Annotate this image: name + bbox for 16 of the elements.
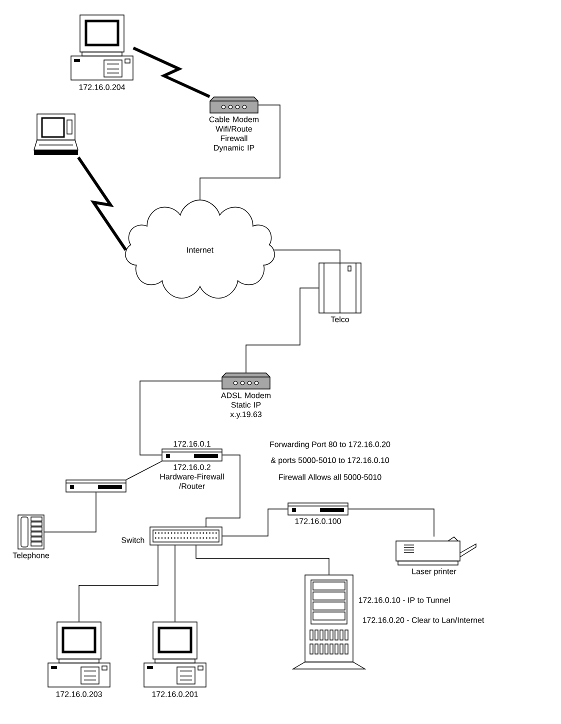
wireless-link bbox=[132, 46, 210, 98]
network-cable bbox=[222, 508, 288, 536]
network-cable bbox=[348, 508, 434, 537]
network-cable bbox=[196, 545, 330, 575]
network-cable bbox=[174, 545, 176, 622]
network-cable bbox=[246, 288, 319, 373]
laptop-drawing bbox=[34, 114, 78, 155]
network-cable bbox=[78, 545, 158, 622]
network-cable bbox=[206, 454, 240, 527]
network-cable bbox=[44, 492, 96, 532]
network-cable bbox=[140, 380, 222, 456]
network-cable bbox=[200, 104, 280, 200]
network-device-drawing bbox=[66, 480, 126, 492]
wireless-link bbox=[77, 156, 128, 251]
network-cable bbox=[126, 461, 162, 480]
network-cable bbox=[274, 250, 340, 263]
